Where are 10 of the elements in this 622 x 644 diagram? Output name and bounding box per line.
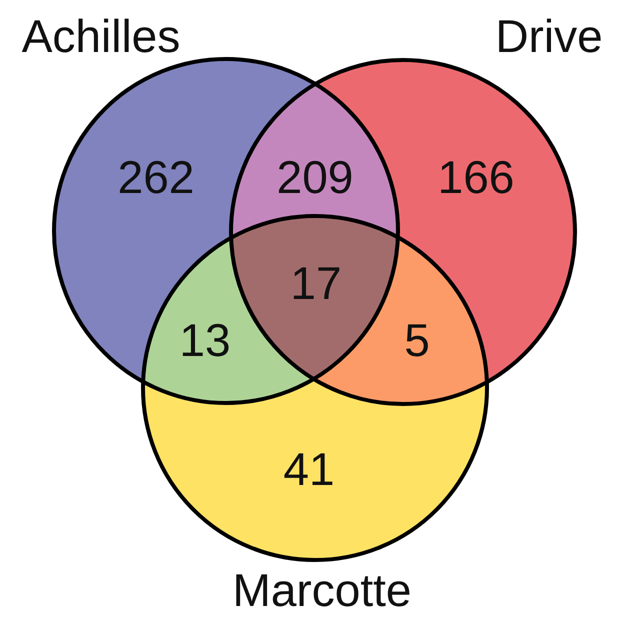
region-count: 13 [179, 317, 231, 363]
region-count: 41 [283, 446, 335, 492]
set-label: Marcotte [232, 567, 412, 613]
region-count: 17 [290, 260, 342, 306]
set-label: Drive [495, 13, 603, 59]
region-count: 5 [404, 317, 430, 363]
region-count: 166 [438, 154, 514, 200]
set-label: Achilles [22, 13, 180, 59]
region-count: 209 [276, 154, 354, 200]
region-count: 262 [118, 154, 194, 200]
